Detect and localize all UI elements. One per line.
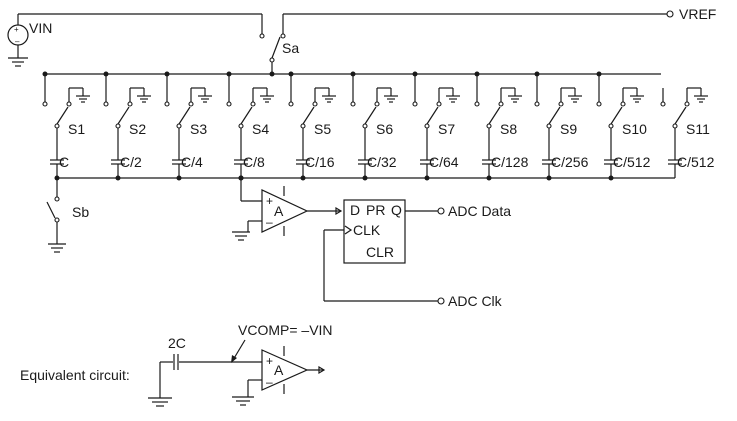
switch-label-3: S3 — [190, 121, 207, 137]
capacitor-label-6: C/32 — [367, 154, 397, 170]
switch-label-2: S2 — [129, 121, 146, 137]
amp-label: A — [274, 203, 284, 219]
capacitor-label-4: C/8 — [243, 154, 265, 170]
switch-label-11: S11 — [686, 121, 710, 137]
ladder-column-5: S5C/16 — [288, 71, 336, 181]
ff-d-label: D — [350, 202, 360, 218]
ladder-column-3: S3C/4 — [164, 71, 212, 181]
switch-label-6: S6 — [376, 121, 393, 137]
capacitor-label-3: C/4 — [181, 154, 203, 170]
ff-clk-label: CLK — [353, 222, 381, 238]
capacitor-label-5: C/16 — [305, 154, 335, 170]
switch-label-5: S5 — [314, 121, 331, 137]
vin-source: + – VIN — [7, 20, 52, 67]
switch-sb: Sb — [46, 178, 89, 253]
vin-minus-sign: – — [15, 37, 20, 46]
amp-minus-sign: – — [266, 215, 273, 229]
amp2-plus-sign: + — [266, 354, 273, 368]
ff-q-label: Q — [391, 202, 402, 218]
capacitor-label-8: C/128 — [491, 154, 529, 170]
adc-data-label: ADC Data — [448, 203, 511, 219]
switch-label-9: S9 — [560, 121, 577, 137]
amp2-minus-sign: – — [266, 375, 273, 389]
capacitor-label-2: C/2 — [120, 154, 142, 170]
ff-clr-label: CLR — [366, 244, 394, 260]
capacitor-label-11: C/512 — [677, 154, 715, 170]
switch-label-8: S8 — [500, 121, 517, 137]
switch-label-7: S7 — [438, 121, 455, 137]
switch-capacitor-ladder: S1C S2C/2 S3C/4 S4C/8 S5C/16 S6C/32 S7C/64 S8C/… — [42, 71, 715, 181]
ladder-column-2: S2C/2 — [103, 71, 151, 181]
switch-label-1: S1 — [68, 121, 85, 137]
capacitor-label-7: C/64 — [429, 154, 459, 170]
amp2-label: A — [274, 362, 284, 378]
ladder-column-8: S8C/128 — [474, 71, 529, 181]
capacitor-label-9: C/256 — [551, 154, 589, 170]
switch-sa: Sa — [259, 33, 299, 74]
capacitor-label-1: C — [59, 154, 69, 170]
ladder-column-6: S6C/32 — [350, 71, 398, 181]
vin-label: VIN — [29, 20, 52, 36]
vref-label: VREF — [679, 6, 716, 22]
amp-plus-sign: + — [266, 194, 273, 208]
ff-pr-label: PR — [366, 202, 385, 218]
vcomp-label: VCOMP= –VIN — [238, 322, 333, 338]
switch-label-10: S10 — [622, 121, 647, 137]
cap-2c-label: 2C — [168, 335, 186, 351]
switch-label-4: S4 — [252, 121, 269, 137]
capacitor-label-10: C/512 — [613, 154, 651, 170]
equivalent-circuit: Equivalent circuit: 2C VCOMP= –VIN + – A — [20, 322, 333, 407]
d-flip-flop: D PR Q CLK CLR ADC Data ADC Clk — [323, 199, 511, 309]
adc-clk-label: ADC Clk — [448, 293, 503, 309]
sa-label: Sa — [282, 40, 299, 56]
equiv-label: Equivalent circuit: — [20, 367, 130, 383]
sb-label: Sb — [72, 204, 89, 220]
comparator-a: + – A — [232, 178, 343, 241]
ladder-column-1: S1C — [42, 71, 90, 178]
ladder-column-4: S4C/8 — [226, 71, 274, 181]
ladder-column-7: S7C/64 — [412, 71, 460, 181]
vin-plus-sign: + — [14, 25, 19, 34]
ladder-column-9: S9C/256 — [534, 71, 589, 181]
